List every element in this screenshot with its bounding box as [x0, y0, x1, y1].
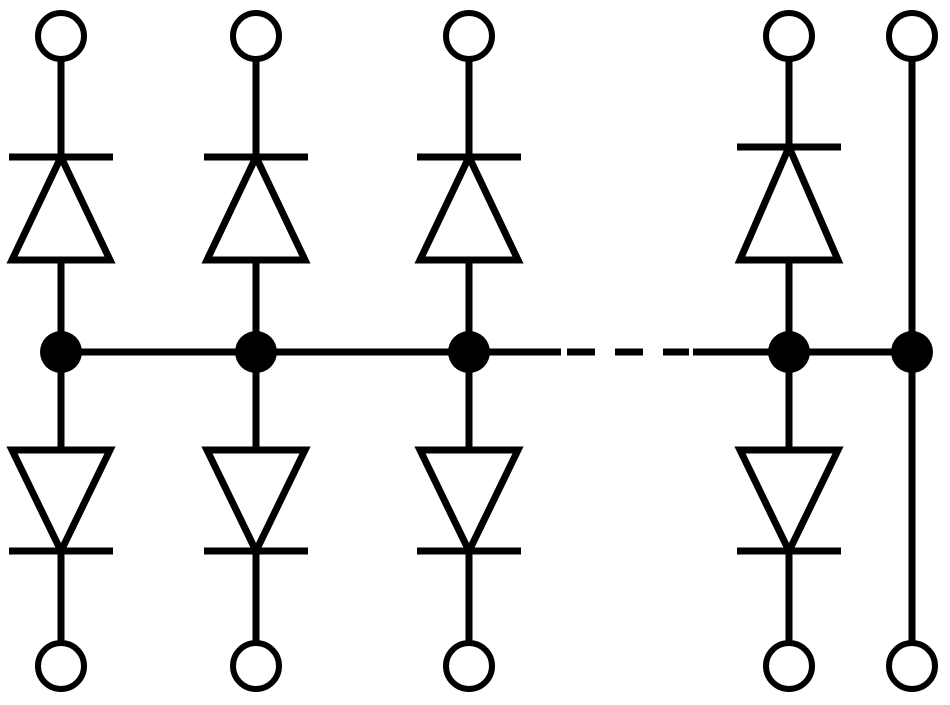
upper-diode-triangle [414, 148, 524, 264]
bottom-terminal [35, 640, 87, 692]
bottom-terminal [886, 640, 938, 692]
top-terminal [35, 10, 87, 62]
top-terminal [886, 10, 938, 62]
junction-node [40, 331, 82, 373]
junction-node [891, 331, 933, 373]
top-terminal [230, 10, 282, 62]
junction-node [235, 331, 277, 373]
top-terminal [763, 10, 815, 62]
top-terminal [443, 10, 495, 62]
lower-diode-triangle [6, 446, 116, 560]
upper-diode-triangle [734, 138, 844, 264]
col-1 [6, 10, 116, 692]
upper-diode-triangle [6, 148, 116, 264]
junction-nodes [40, 331, 933, 373]
upper-diode-triangle [201, 148, 311, 264]
lower-diode-triangle [201, 446, 311, 560]
bottom-terminal [443, 640, 495, 692]
bottom-terminal [230, 640, 282, 692]
bottom-terminal [763, 640, 815, 692]
junction-node [768, 331, 810, 373]
lower-diode-triangle [414, 446, 524, 560]
junction-node [448, 331, 490, 373]
lower-diode-triangle [734, 446, 844, 560]
